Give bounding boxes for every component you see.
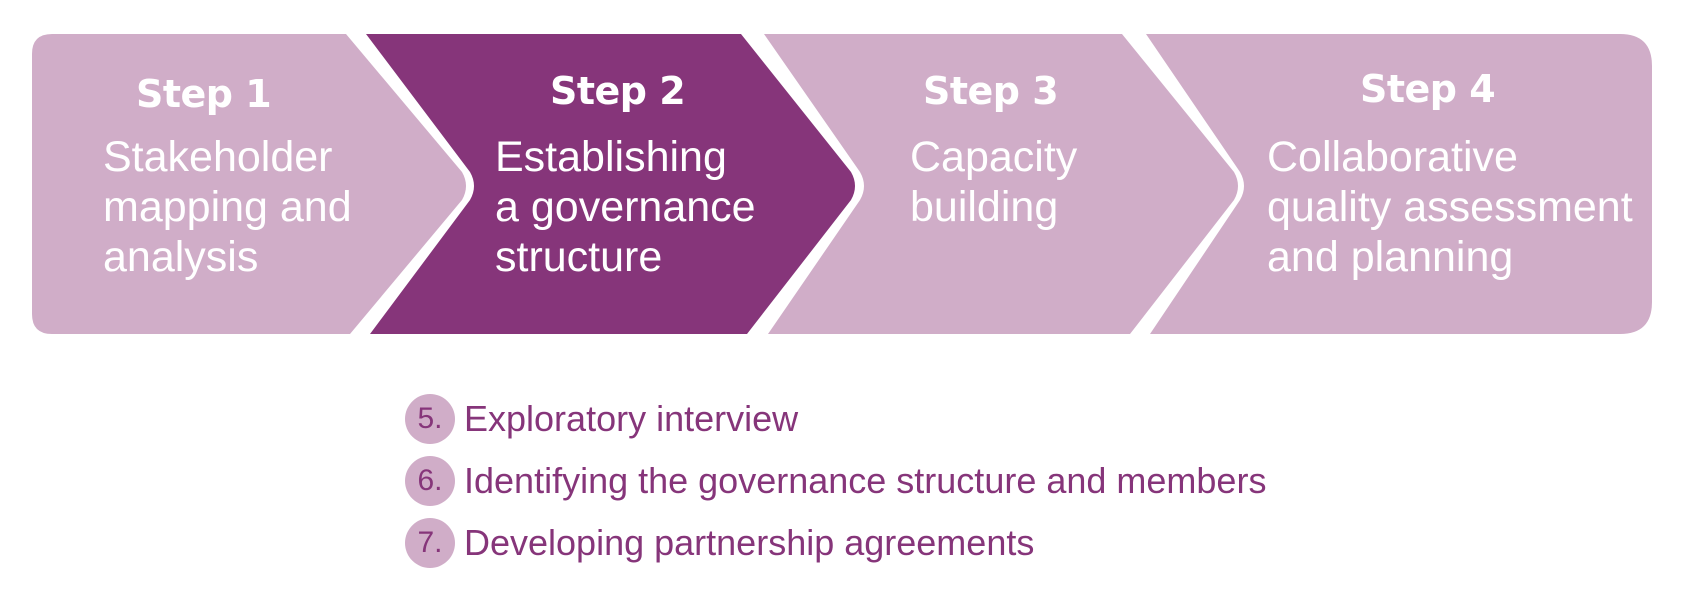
step-3: Step 3 Capacity building [764,34,1238,334]
substep-label: Identifying the governance structure and… [464,460,1267,501]
step-2: Step 2 Establishing a governance structu… [366,34,855,334]
substep-number-badge: 7. [405,518,455,568]
step-2-title: Step 2 [550,69,685,113]
step-2-line: a governance [495,183,756,231]
step-1-line: Stakeholder [103,133,333,181]
step-3-title: Step 3 [923,69,1058,113]
substep-number-badge: 5. [405,394,455,444]
substep-list: 5. Exploratory interview 6. Identifying … [405,392,1266,578]
step-1-title: Step 1 [136,72,271,116]
step-3-description: Capacity building [910,133,1089,231]
step-1-description: Stakeholder mapping and analysis [103,133,364,281]
substep-item: 6. Identifying the governance structure … [405,454,1266,508]
substep-item: 7. Developing partnership agreements [405,516,1266,570]
step-2-shape [366,34,855,334]
step-4-description: Collaborative quality assessment and pla… [1267,133,1645,281]
step-4-line: Collaborative [1267,133,1518,181]
substep-item: 5. Exploratory interview [405,392,1266,446]
substep-number-badge: 6. [405,456,455,506]
step-1: Step 1 Stakeholder mapping and analysis [32,34,466,334]
step-3-line: Capacity [910,133,1078,181]
step-2-description: Establishing a governance structure [495,133,768,281]
substep-label: Exploratory interview [464,398,799,439]
step-4: Step 4 Collaborative quality assessment … [1146,34,1652,334]
step-3-line: building [910,183,1058,231]
step-1-shape [32,34,466,334]
step-1-line: analysis [103,233,258,281]
step-2-line: Establishing [495,133,727,181]
step-4-shape [1146,34,1652,334]
step-4-line: and planning [1267,233,1513,281]
step-1-line: mapping and [103,183,352,231]
substep-label: Developing partnership agreements [464,522,1035,563]
step-4-title: Step 4 [1360,67,1495,111]
step-2-line: structure [495,233,662,281]
step-3-shape [764,34,1238,334]
step-4-line: quality assessment [1267,183,1633,231]
